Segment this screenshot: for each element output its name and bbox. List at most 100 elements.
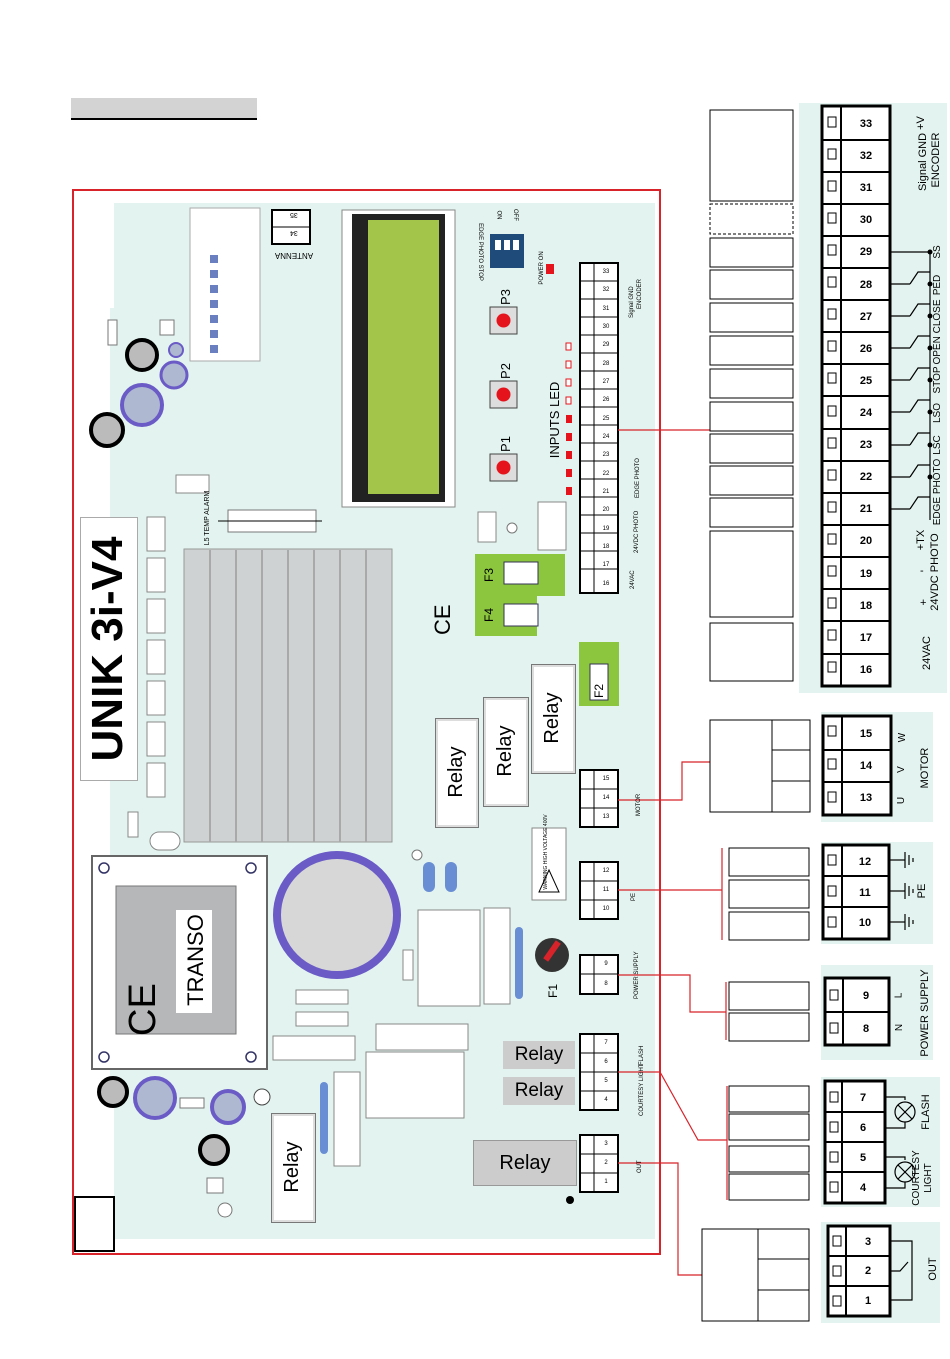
antenna-label: ANTENNA [274,251,314,260]
board-pin-28: 28 [602,360,610,367]
transformer-ce: CE [122,983,164,1036]
board-label-24vdc-photo: 24VDC PHOTO [634,510,640,553]
board-pin-26: 26 [602,397,610,404]
capacitor [125,338,159,372]
zoom-pin-10: 10 [858,917,872,930]
relay-2-label: Relay [494,725,516,777]
zoom-pin-19: 19 [859,567,873,580]
fuse-f2-label: F2 [592,684,606,699]
zoom-pin-20: 20 [859,535,873,548]
zoom-pin-8: 8 [862,1022,870,1035]
board-pin-32: 32 [602,287,610,294]
zoom-pins-out: 3 2 1 [847,1228,889,1316]
zoom-pin-30: 30 [859,214,873,227]
zoom-pin-32: 32 [859,150,873,163]
zoom-pin-11: 11 [859,886,871,899]
board-pin-16: 16 [602,580,610,587]
zoom-motor-u: U [896,796,908,805]
zoom-pin-1: 1 [864,1294,872,1307]
board-pin-7: 7 [604,1040,608,1046]
zoom-out-label: OUT [927,1257,939,1281]
zoom-terminal-block-a [799,103,947,693]
board-title: UNIK 3i-V4 [83,536,132,762]
board-label-24vac: 24VAC [630,570,636,589]
zoom-label-ped: PED [932,274,943,296]
board-pcb-top-left [74,203,114,308]
zoom-label-stop: STOP [932,366,943,394]
zoom-motor-v: V [895,766,907,773]
relay-5: Relay [503,1041,575,1069]
relay-3 [531,664,576,774]
board-label-motor: MOTOR [636,793,642,816]
transformer [91,855,268,1070]
fuse-f4-label: F4 [482,608,496,623]
button-p3-label: P3 [498,289,513,305]
zoom-pin-3: 3 [864,1236,872,1248]
zoom-label-plus-tx: +TX [915,529,927,551]
zoom-pin-2: 2 [864,1265,872,1278]
board-pin-15: 15 [602,776,610,782]
board-pin-14: 14 [602,795,610,801]
zoom-label-edge-photo: EDGE PHOTO [932,458,943,526]
zoom-pin-17: 17 [859,631,873,644]
title-bar [71,98,257,120]
radio-module [189,207,261,362]
zoom-pin-16: 16 [859,663,873,676]
zoom-power-label: POWER SUPPLY [919,969,931,1057]
board-pin-30: 30 [602,324,610,330]
board-pin-27: 27 [602,379,610,385]
zoom-pin-7: 7 [859,1092,867,1104]
board-pin-11: 11 [602,887,610,893]
power-on-label: POWER ON [539,251,545,285]
zoom-pin-29: 29 [859,246,873,259]
zoom-label-minus: - [920,565,924,577]
board-pin-24: 24 [602,434,610,440]
zoom-pin-33: 33 [859,118,873,130]
board-pin-29: 29 [602,342,610,349]
zoom-pin-6: 6 [859,1122,867,1134]
zoom-pin-12: 12 [858,856,872,868]
heatsink [183,548,393,843]
board-pin-6: 6 [604,1059,608,1065]
zoom-pin-28: 28 [859,278,873,291]
board-pin-17: 17 [602,562,610,569]
zoom-pin-9: 9 [862,990,870,1002]
main-capacitor [273,851,401,979]
zoom-motor-label: MOTOR [919,747,931,789]
board-pin-1: 1 [604,1179,608,1185]
board-pin-25: 25 [602,415,610,422]
board-label-power: POWER SUPPLY [634,951,640,999]
board-label-flash: FLASH [639,1045,645,1065]
dip-switch [490,234,524,268]
zoom-pin-26: 26 [859,342,873,355]
svg-text:CE: CE [430,604,455,635]
zoom-pin-22: 22 [859,471,873,484]
button-p2-label: P2 [498,363,513,379]
zoom-label-lso: LSO [932,403,943,424]
zoom-power-n: N [894,1023,906,1032]
zoom-pin-13: 13 [859,792,873,804]
leader-lines [618,429,728,1276]
zoom-pin-23: 23 [859,439,873,452]
zoom-flash-block [821,1077,940,1207]
board-pin-10: 10 [602,906,610,912]
zoom-pe-label: PE [916,883,928,899]
board-pin-21: 21 [602,489,610,495]
p-buttons [489,306,518,482]
zoom-pins-pe: 12 11 10 [843,847,887,939]
zoom-courtesy-label: COURTESY LIGHT [911,1150,934,1206]
board-label-encoder: ENCODER [637,278,643,309]
temp-alarm-label: L5 TEMP ALARM [204,490,211,546]
relay-4 [271,1113,316,1223]
fuse-f1-label: F1 [546,984,560,999]
title-box [80,517,138,781]
board-label-edge-photo: EDGE PHOTO [635,458,641,498]
relay-7: Relay [473,1140,577,1186]
